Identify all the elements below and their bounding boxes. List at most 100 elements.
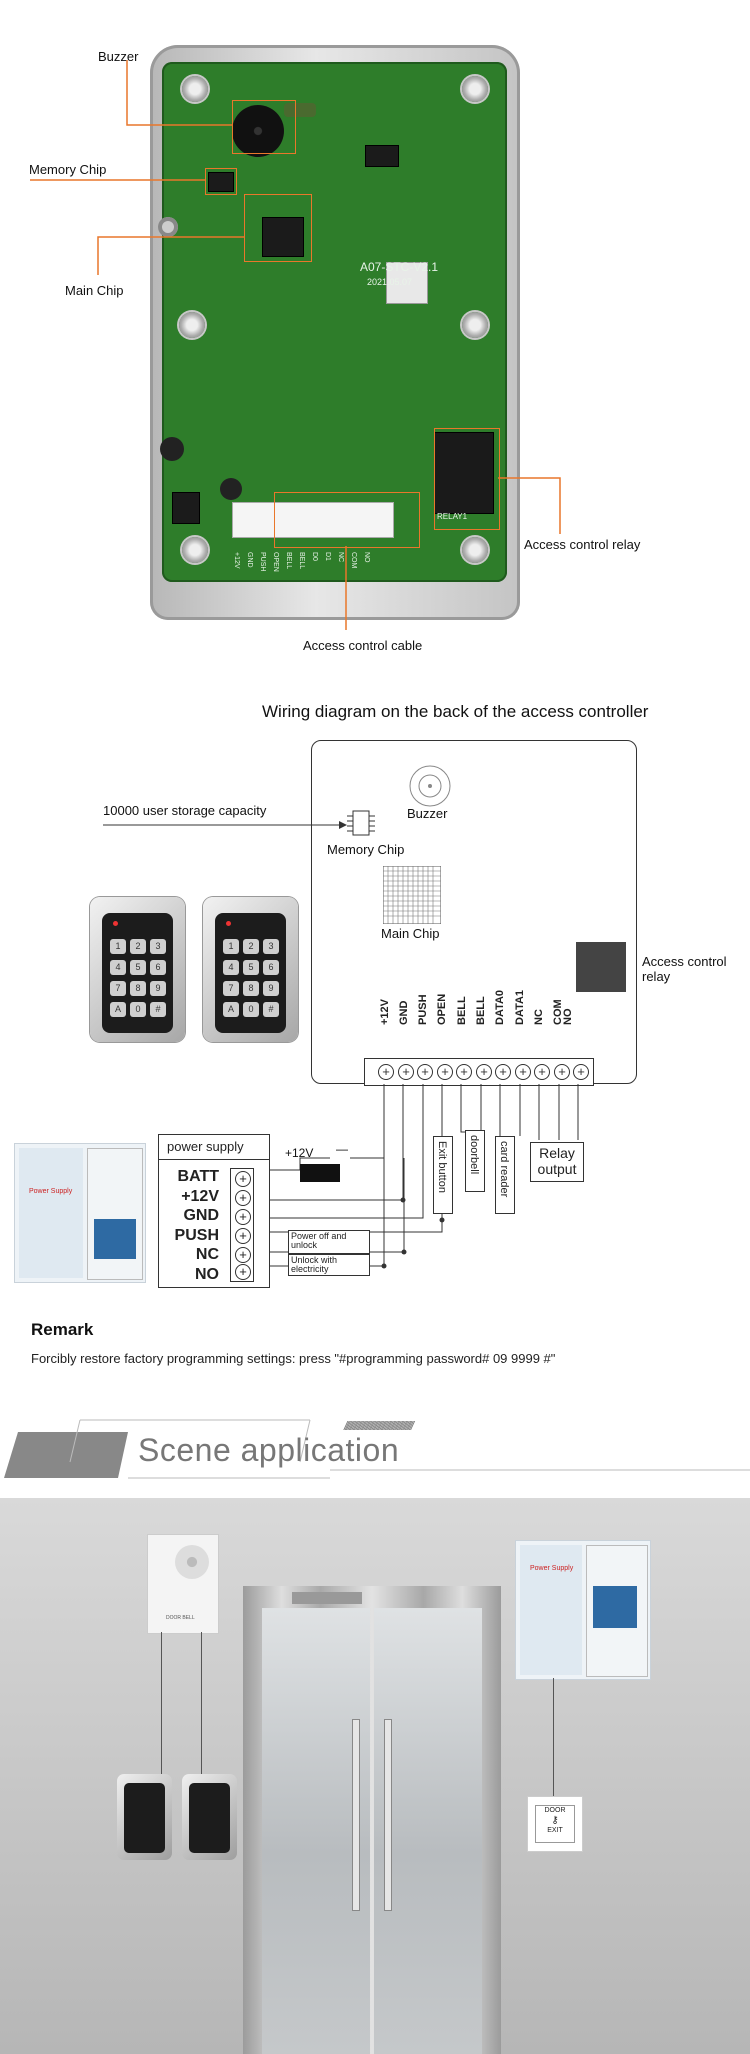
storage-arrow [103, 821, 347, 829]
scene-keypad [182, 1774, 237, 1860]
terminal-screw-icon: + [398, 1064, 414, 1080]
terminal-screw-icon: + [235, 1190, 251, 1206]
main-chip-callout-line [97, 236, 244, 275]
speaker-icon [175, 1545, 209, 1579]
power-supply-terminal: + + + + + + [230, 1168, 254, 1282]
pin-12v: +12V [181, 1187, 219, 1205]
relay-output-box: Relay output [530, 1142, 584, 1182]
key-icon: ⚷ [551, 1815, 559, 1826]
terminal-screw-icon: + [235, 1228, 251, 1244]
terminal-screw-icon: + [456, 1064, 472, 1080]
terminal-label-data0: DATA0 [494, 989, 506, 1025]
buzzer-highlight [232, 100, 296, 154]
cable-highlight [274, 492, 420, 548]
relay-label: Access control relay [642, 954, 727, 984]
key: 4 [223, 960, 239, 975]
key: 1 [223, 939, 239, 954]
psu-cover: Power Supply [19, 1148, 83, 1278]
pin-gnd: GND [183, 1207, 219, 1224]
wiring-title: Wiring diagram on the back of the access… [262, 702, 649, 721]
keypad-face: 1 2 3 4 5 6 7 8 9 A 0 # [102, 913, 173, 1033]
led-icon [113, 921, 118, 926]
key: 5 [130, 960, 146, 975]
terminal-screw-icon: + [554, 1064, 570, 1080]
led-icon [226, 921, 231, 926]
doorbell-device: DOOR BELL [147, 1534, 219, 1634]
screw-icon [182, 76, 208, 102]
key: 7 [223, 981, 239, 996]
relay-silkscreen: RELAY1 [437, 512, 468, 521]
psu-cover: Power Supply [520, 1545, 582, 1675]
doorbell-label: DOOR BELL [166, 1615, 195, 1621]
exit-button-box: Exit button [433, 1136, 453, 1214]
door-lock [292, 1592, 362, 1604]
pin-no: NO [195, 1265, 219, 1283]
keypad-face [189, 1783, 230, 1853]
main-chip-component [262, 217, 304, 257]
lock-minus-label: — [336, 1142, 348, 1156]
buzzer-component [232, 105, 284, 157]
power-supply-box: power supply BATT +12V GND PUSH NC NO + … [158, 1134, 270, 1288]
wire [553, 1678, 554, 1796]
key: 6 [150, 960, 166, 975]
key: 4 [110, 960, 126, 975]
key: 3 [263, 939, 279, 954]
psu-inside [87, 1148, 143, 1280]
exit-button-label: Exit button [436, 1141, 448, 1193]
pcb-board: A07-STC-V2.1 2021.05.07 RELAY1 +12V GND … [158, 62, 507, 582]
terminal-screw-icon: + [235, 1209, 251, 1225]
exit-bottom-label: EXIT [547, 1827, 563, 1834]
callout-lines [30, 60, 561, 630]
board-date: 2021.05.07 [367, 277, 413, 287]
buzzer-label: Buzzer [407, 806, 448, 821]
capacitor-component [158, 217, 178, 237]
terminal-label-open: OPEN [436, 993, 448, 1025]
key: 1 [110, 939, 126, 954]
ic-component [365, 145, 399, 167]
key: 9 [150, 981, 166, 996]
cable-connector [232, 502, 394, 538]
keypad-face [124, 1783, 165, 1853]
key: A [223, 1002, 239, 1017]
card-reader-box: card reader [495, 1136, 515, 1214]
power-supply-title: power supply [167, 1139, 244, 1154]
scene-keypad [117, 1774, 172, 1860]
exit-top-label: DOOR [544, 1807, 566, 1814]
terminal-label-gnd: GND [398, 1000, 410, 1025]
key: 7 [110, 981, 126, 996]
buzzer-callout-line [126, 60, 232, 126]
screw-icon [179, 312, 205, 338]
key: 0 [243, 1002, 259, 1017]
terminal-screw-icon: + [235, 1247, 251, 1263]
cable-callout: Access control cable [303, 638, 423, 653]
psu-board [593, 1586, 637, 1628]
terminal-screw-icon: + [534, 1064, 550, 1080]
terminal-screw-icon: + [235, 1264, 251, 1280]
power-off-unlock-box: Power off and unlock [288, 1230, 370, 1254]
memory-chip-component [208, 172, 234, 192]
door-handle [353, 1720, 359, 1910]
lock-plus-label: +12V [285, 1146, 314, 1160]
terminal-label-nc: NC [533, 1009, 545, 1025]
power-supply-pins: BATT +12V GND PUSH NC NO [167, 1167, 219, 1284]
relay-callout-line [498, 477, 561, 534]
screw-icon [462, 537, 488, 563]
key: A [110, 1002, 126, 1017]
wire [201, 1632, 202, 1774]
terminal-label-bell-2: BELL [475, 996, 487, 1025]
key: # [263, 1002, 279, 1017]
door-handle [385, 1720, 391, 1910]
power-supply-photo: Power Supply [14, 1143, 146, 1283]
scene-power-supply: Power Supply [515, 1540, 651, 1680]
buzzer-icon [409, 765, 451, 807]
terminal-label-no: NO [562, 1008, 574, 1026]
remark-title: Remark [31, 1320, 94, 1339]
key: 9 [263, 981, 279, 996]
psu-label: Power Supply [29, 1188, 73, 1195]
main-chip-highlight [244, 194, 312, 262]
pin-push: PUSH [174, 1226, 219, 1244]
terminal-screw-icon: + [378, 1064, 394, 1080]
key: 2 [243, 939, 259, 954]
unlock-with-electricity-box: Unlock with electricity [288, 1254, 370, 1276]
relay-icon [576, 942, 626, 992]
